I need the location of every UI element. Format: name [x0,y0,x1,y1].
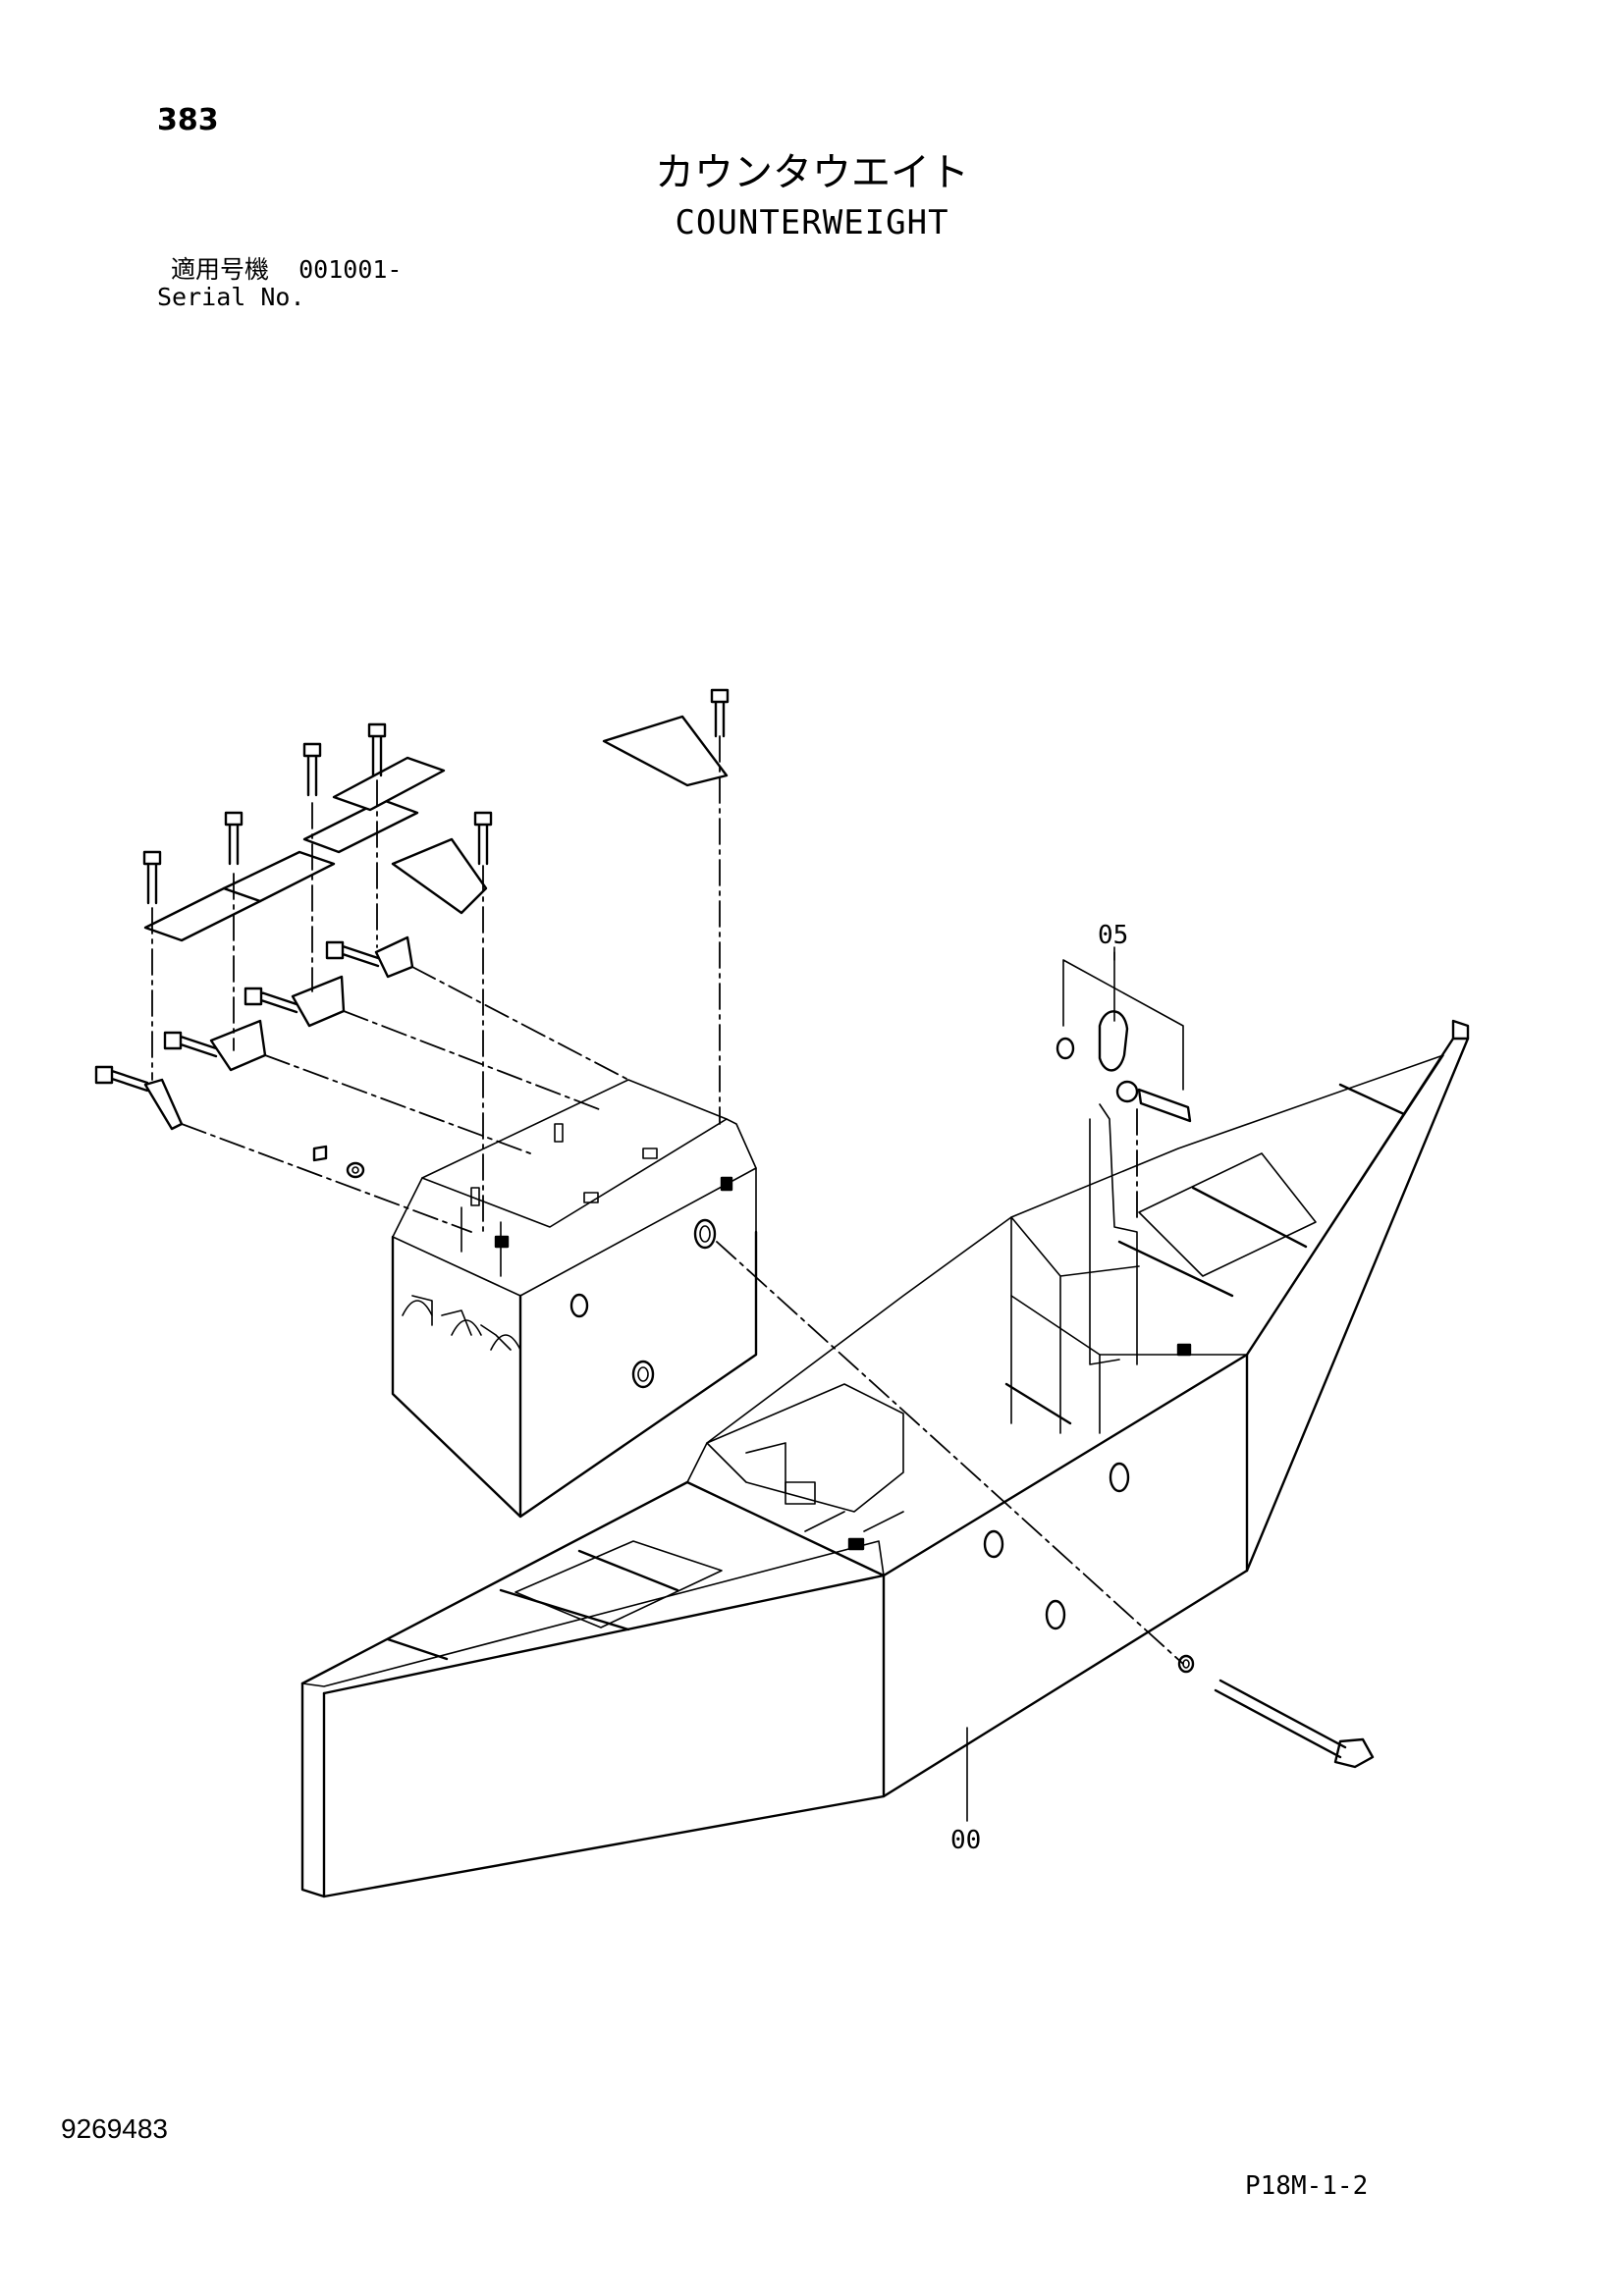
long-bolt [1177,1654,1375,1769]
serial-row: 適用号機 001001- [171,257,402,282]
title-english: COUNTERWEIGHT [675,203,949,242]
serial-label-en: Serial No. [157,283,305,311]
page-number: 383 [157,103,219,137]
side-brackets [94,935,414,1179]
inner-weight-box [391,1079,758,1519]
title-japanese: カウンタウエイト [655,150,969,195]
counterweight-body [300,1019,1470,1898]
cover-plates [143,715,729,942]
callout-00: 00 [950,1826,982,1855]
shackle-assembly [1056,951,1192,1365]
document-number: 9269483 [61,2113,169,2144]
serial-label-jp: 適用号機 [171,255,270,284]
serial-value: 001001- [298,255,403,284]
assembly-lines [151,735,1184,1665]
callout-05: 05 [1098,921,1129,950]
page-code: P18M-1-2 [1245,2171,1369,2201]
bolts-top [142,688,730,905]
